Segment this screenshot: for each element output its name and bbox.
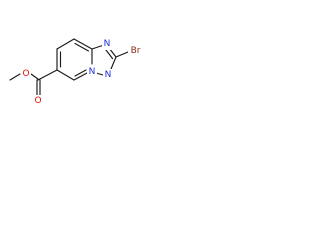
bond-carbonyl-ring xyxy=(37,69,58,81)
bond-ring-inner-c5-n4 xyxy=(74,69,87,77)
atom-bridgehead-nitrogen: N xyxy=(87,66,97,78)
bond-triazole-n3-n4 xyxy=(95,72,104,76)
bonds xyxy=(9,38,129,96)
ester-oxygen-label: O xyxy=(22,69,29,79)
bond-methyl-ester-oxygen xyxy=(9,73,21,81)
bond-triazole-n1-c2-b xyxy=(105,49,114,60)
triazole-nitrogen-lower-label: N xyxy=(105,70,112,80)
bond-ring-n4-c5 xyxy=(73,72,88,81)
atom-ester-oxygen: O xyxy=(21,68,31,80)
bond-ester-oxygen-carbonyl-carbon xyxy=(30,73,39,80)
bond-triazole-c2-n3 xyxy=(110,56,117,70)
bond-ring-inner-c8-c8a xyxy=(74,42,90,52)
bond-ring-c7-c8 xyxy=(56,38,75,50)
bond-c2-bromine xyxy=(115,51,129,58)
bond-ring-c5-c6 xyxy=(56,69,75,81)
bridgehead-nitrogen-label: N xyxy=(89,67,96,77)
bromine-label: Br xyxy=(131,46,141,56)
atom-carbonyl-oxygen: O xyxy=(33,95,43,107)
atom-labels: O O N N N Br xyxy=(21,38,143,107)
atom-bromine: Br xyxy=(128,45,143,57)
atom-triazole-nitrogen-lower: N xyxy=(103,69,113,81)
atom-triazole-nitrogen: N xyxy=(102,38,112,50)
chemical-structure-diagram: O O N N N Br xyxy=(9,38,143,107)
bond-ring-c8-c8a xyxy=(73,38,93,50)
carbonyl-oxygen-label: O xyxy=(34,96,41,106)
triazole-nitrogen-label: N xyxy=(104,39,111,49)
